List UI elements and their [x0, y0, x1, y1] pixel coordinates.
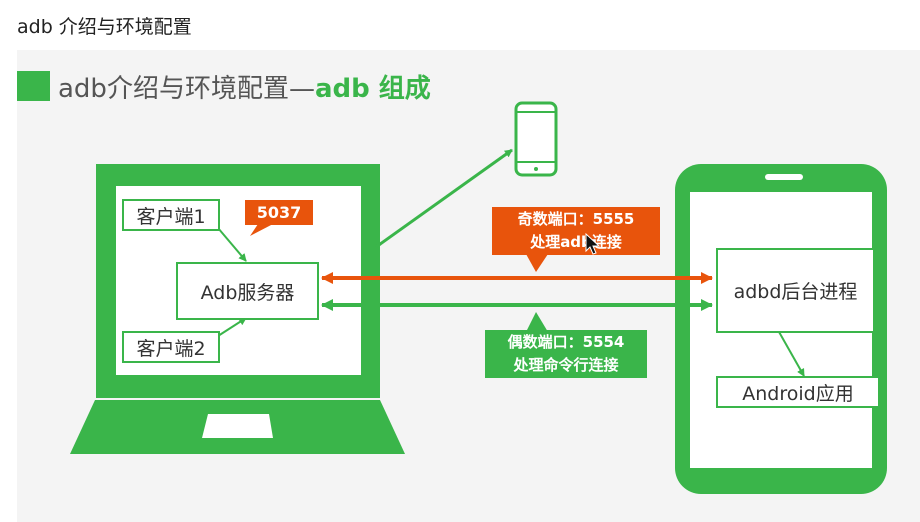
even-port-tag-pointer: [526, 312, 548, 332]
client1-to-server-arrow: [217, 227, 247, 262]
server-port-tag: 5037: [245, 200, 313, 225]
odd-port-line2: 处理adb连接: [530, 233, 622, 251]
slide-heading: adb介绍与环境配置—adb 组成: [58, 68, 431, 105]
small-phone-icon: [514, 101, 558, 177]
android-app-box: Android应用: [716, 376, 880, 408]
slide-title-marker: [17, 71, 50, 101]
slide-heading-emphasis: adb 组成: [314, 74, 431, 104]
client2-box: 客户端2: [122, 331, 220, 363]
page-title: adb 介绍与环境配置: [17, 16, 192, 38]
even-port-line2: 处理命令行连接: [513, 356, 619, 374]
laptop-to-small-phone-arrow: [375, 148, 513, 249]
client1-box: 客户端1: [122, 199, 220, 231]
server-port-tag-pointer: [250, 224, 273, 236]
adbd-daemon-box: adbd后台进程: [716, 248, 875, 333]
server-port-label: 5037: [256, 203, 302, 222]
odd-port-line1: 奇数端口：5555: [517, 210, 635, 228]
slide-heading-prefix: adb介绍与环境配置—: [58, 74, 315, 104]
even-port-line1: 偶数端口：5554: [507, 333, 625, 351]
odd-port-tag: 奇数端口：5555 处理adb连接: [492, 207, 660, 255]
mouse-cursor-icon: [585, 233, 601, 255]
odd-port-tag-pointer: [526, 254, 548, 272]
even-port-tag: 偶数端口：5554 处理命令行连接: [485, 330, 647, 378]
client2-to-server-arrow: [217, 317, 247, 337]
adb-server-box: Adb服务器: [176, 262, 319, 320]
